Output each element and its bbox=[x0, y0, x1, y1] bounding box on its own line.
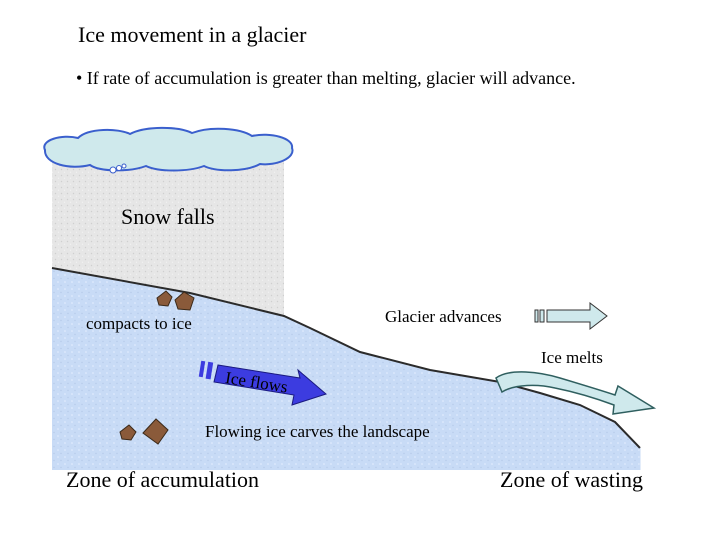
rock-4 bbox=[142, 418, 169, 445]
ice-flow-arrow bbox=[198, 360, 328, 406]
label-snow-falls: Snow falls bbox=[121, 204, 215, 229]
label-zone-of-accumulation: Zone of accumulation bbox=[66, 467, 260, 492]
label-ice-melts: Ice melts bbox=[541, 348, 603, 367]
label-compacts-to-ice: compacts to ice bbox=[86, 314, 192, 333]
rock-2 bbox=[174, 291, 195, 311]
glacier-surface-line bbox=[51, 267, 641, 449]
glacier-body bbox=[52, 268, 640, 470]
label-zone-of-wasting: Zone of wasting bbox=[500, 467, 643, 492]
rock-1 bbox=[156, 290, 173, 307]
label-carves-landscape: Flowing ice carves the landscape bbox=[205, 422, 430, 441]
bullet-text: • If rate of accumulation is greater tha… bbox=[76, 68, 576, 88]
cloud-icon bbox=[43, 126, 294, 174]
label-glacier-advances: Glacier advances bbox=[385, 307, 502, 326]
advance-arrow-icon bbox=[534, 301, 608, 331]
page-title: Ice movement in a glacier bbox=[78, 22, 307, 47]
melt-arrow-icon bbox=[495, 371, 657, 415]
rock-3 bbox=[119, 424, 137, 441]
